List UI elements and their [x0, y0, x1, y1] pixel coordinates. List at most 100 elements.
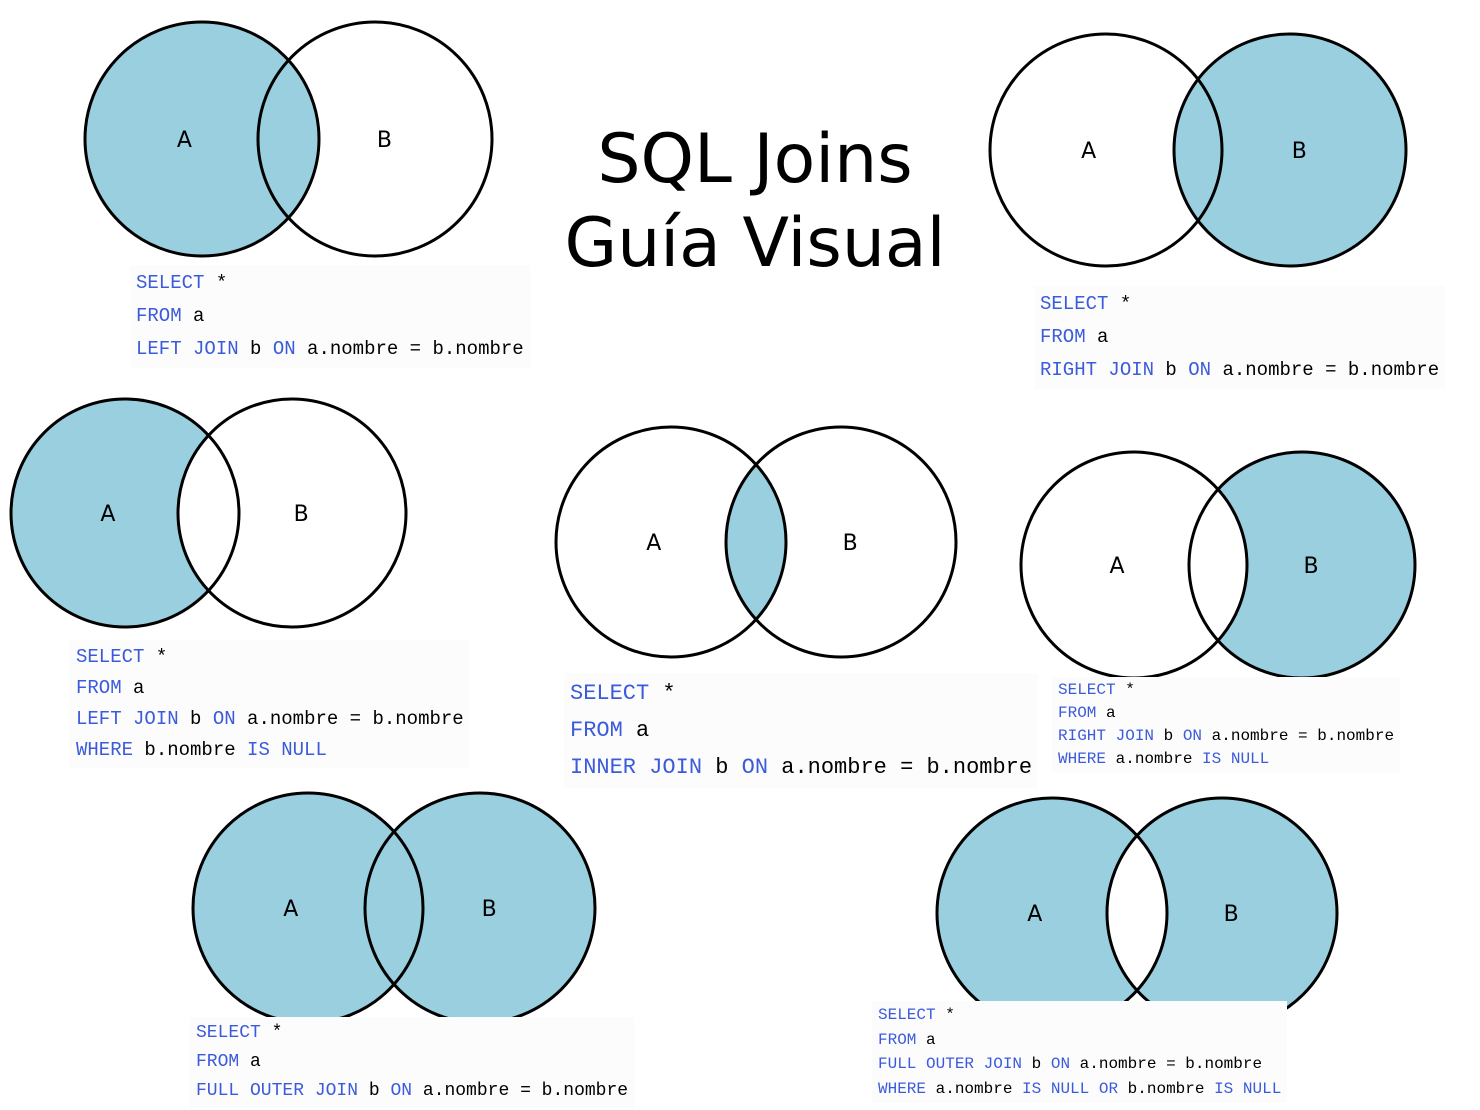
sql-keyword: IS NULL: [1022, 1079, 1090, 1098]
label-a: A: [283, 897, 298, 922]
sql-text: a.nombre = b.nombre: [768, 755, 1033, 780]
sql-text: *: [204, 272, 228, 294]
circle-b: [1172, 32, 1408, 268]
sql-text: a.nombre = b.nombre: [235, 708, 464, 730]
sql-text: b: [702, 755, 742, 780]
sql-text: a.nombre = b.nombre: [1211, 359, 1440, 381]
sql-text: b.nombre: [1118, 1079, 1215, 1098]
circle-b: [724, 425, 958, 659]
sql-keyword: WHERE: [878, 1079, 927, 1098]
region-b-only: [1174, 34, 1406, 266]
label-b: B: [1303, 554, 1318, 579]
region-intersection: [726, 427, 786, 657]
sql-text: a.nombre: [1106, 750, 1203, 768]
sql-keyword: WHERE: [1058, 750, 1107, 768]
sql-text: *: [1115, 681, 1135, 699]
query-line: WHERE b.nombre IS NULL: [76, 735, 464, 766]
label-b: B: [1224, 902, 1239, 927]
sql-text: *: [260, 1023, 283, 1043]
query-line: FULL OUTER JOIN b ON a.nombre = b.nombre: [196, 1077, 628, 1106]
sql-text: a.nombre = b.nombre: [412, 1081, 629, 1101]
title-line-2: Guía Visual: [564, 204, 946, 283]
query-line: SELECT *: [76, 642, 464, 673]
region-a-only: [937, 798, 1167, 1028]
label-b: B: [482, 897, 497, 922]
query-line: FROM a: [878, 1028, 1281, 1053]
sql-keyword: INNER JOIN: [570, 755, 703, 780]
sql-keyword: ON: [212, 708, 236, 730]
label-b: B: [294, 502, 309, 527]
query-line: SELECT *: [1058, 679, 1394, 702]
query-line: FROM a: [196, 1048, 628, 1077]
sql-keyword: WHERE: [76, 739, 134, 761]
sql-keyword: ON: [390, 1081, 413, 1101]
sql-keyword: LEFT JOIN: [136, 338, 239, 360]
sql-text: b: [1154, 727, 1183, 745]
sql-text: *: [1108, 293, 1132, 315]
sql-keyword: SELECT: [570, 681, 650, 706]
sql-keyword: SELECT: [878, 1006, 936, 1024]
sql-keyword: RIGHT JOIN: [1058, 727, 1155, 745]
region-b-only: [1189, 452, 1415, 678]
sql-text: b: [1022, 1055, 1051, 1073]
sql-keyword: SELECT: [76, 646, 145, 668]
sql-keyword: SELECT: [136, 272, 205, 294]
circle-a: [191, 791, 425, 1025]
query-line: FULL OUTER JOIN b ON a.nombre = b.nombre: [878, 1052, 1281, 1077]
sql-keyword: FROM: [196, 1052, 240, 1072]
sql-text: a.nombre = b.nombre: [1070, 1055, 1263, 1073]
label-a: A: [177, 128, 192, 153]
sql-keyword: IS NULL: [1202, 750, 1270, 768]
circle-a: [9, 397, 241, 629]
sql-keyword: OR: [1098, 1079, 1119, 1098]
query-line: INNER JOIN b ON a.nombre = b.nombre: [570, 749, 1032, 786]
sql-text: a.nombre: [926, 1079, 1023, 1098]
region-a-only: [193, 793, 423, 1023]
circle-b: [363, 791, 597, 1025]
query-line: SELECT *: [878, 1003, 1281, 1028]
query-line: FROM a: [1058, 702, 1394, 725]
sql-keyword: FULL OUTER JOIN: [878, 1055, 1023, 1073]
circle-a: [935, 796, 1169, 1030]
sql-keyword: SELECT: [196, 1023, 261, 1043]
sql-keyword: RIGHT JOIN: [1040, 359, 1155, 381]
region-b-only: [365, 793, 595, 1023]
sql-text: a.nombre = b.nombre: [1202, 727, 1395, 745]
sql-keyword: LEFT JOIN: [76, 708, 179, 730]
sql-keyword: ON: [1188, 359, 1212, 381]
region-b-only: [1107, 798, 1337, 1028]
sql-text: a: [181, 305, 205, 327]
sql-text: [1089, 1080, 1099, 1098]
query-line: SELECT *: [196, 1019, 628, 1048]
sql-text: a: [121, 677, 145, 699]
query-line: FROM a: [136, 300, 524, 333]
query-line: FROM a: [570, 712, 1032, 749]
region-intersection: [1174, 34, 1222, 266]
sql-text: b.nombre: [133, 739, 248, 761]
label-a: A: [100, 502, 115, 527]
label-a: A: [646, 531, 661, 556]
query-line: SELECT *: [136, 267, 524, 300]
sql-keyword: FROM: [136, 305, 182, 327]
sql-keyword: ON: [1182, 727, 1203, 745]
sql-keyword: IS NULL: [247, 739, 327, 761]
sql-keyword: FROM: [76, 677, 122, 699]
sql-keyword: SELECT: [1058, 681, 1116, 699]
circle-a: [83, 20, 321, 258]
sql-keyword: FULL OUTER JOIN: [196, 1081, 359, 1101]
sql-keyword: FROM: [1058, 704, 1097, 722]
sql-text: *: [649, 681, 676, 706]
query-line: LEFT JOIN b ON a.nombre = b.nombre: [136, 333, 524, 366]
sql-keyword: IS NULL: [1214, 1079, 1282, 1098]
sql-keyword: ON: [272, 338, 296, 360]
sql-keyword: SELECT: [1040, 293, 1109, 315]
region-intersection: [365, 793, 423, 1023]
circle-b: [256, 20, 494, 258]
sql-text: *: [144, 646, 168, 668]
